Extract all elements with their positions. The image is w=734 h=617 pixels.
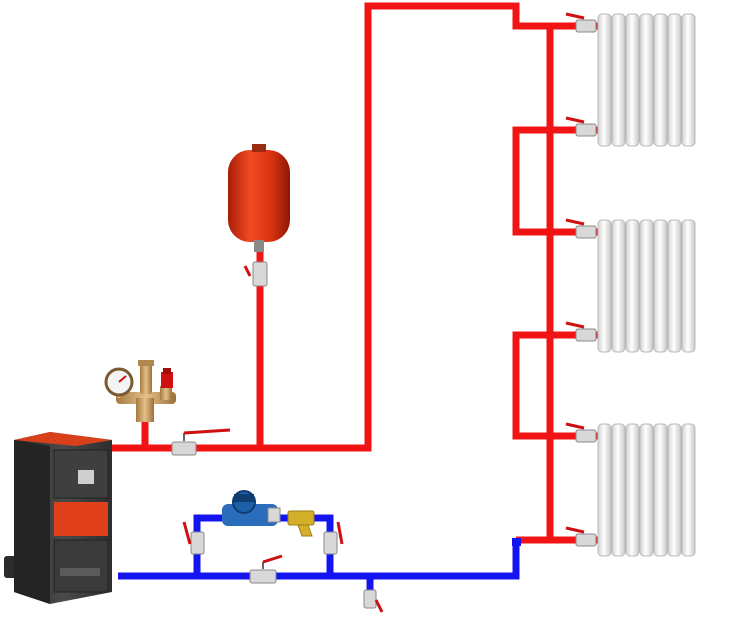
pump-outlet-valve	[323, 521, 344, 555]
air-vent-icon	[138, 360, 154, 394]
radiator-icon	[597, 219, 696, 353]
radiator-section	[625, 13, 640, 147]
radiator-section	[611, 13, 626, 147]
radiator-valve-handles	[565, 12, 585, 534]
radiator-section	[625, 219, 640, 353]
safety-group-icon	[104, 360, 176, 422]
y-strainer-icon	[287, 510, 315, 537]
radiator-section	[611, 219, 626, 353]
solid-fuel-boiler-icon	[4, 432, 112, 604]
radiator-section	[681, 219, 696, 353]
radiator-section	[653, 423, 668, 557]
radiator-return-riser-2	[512, 331, 580, 440]
safety-valve-icon	[161, 368, 173, 388]
radiators	[597, 13, 696, 557]
radiator-section	[639, 13, 654, 147]
tank-valve	[243, 261, 268, 287]
radiator-section	[667, 423, 682, 557]
radiator-section	[597, 219, 612, 353]
radiator-section	[597, 13, 612, 147]
bypass-valve	[249, 554, 283, 584]
circulation-pump-icon	[222, 490, 281, 526]
radiator-section	[597, 423, 612, 557]
radiator-section	[639, 219, 654, 353]
pump-inlet-valve	[182, 521, 205, 555]
drain-valve-icon	[363, 589, 384, 613]
radiator-return-riser	[512, 126, 580, 236]
supply-ball-valve	[171, 428, 231, 456]
radiator-valves	[575, 19, 597, 547]
radiator-section	[639, 423, 654, 557]
return-main-pipe	[118, 540, 520, 580]
radiator-section	[653, 13, 668, 147]
radiator-section	[681, 13, 696, 147]
radiator-section	[667, 13, 682, 147]
return-pipes	[118, 514, 520, 598]
supply-pipes	[112, 2, 598, 544]
radiator-section	[611, 423, 626, 557]
radiator-section	[681, 423, 696, 557]
radiator-section	[667, 219, 682, 353]
pressure-gauge-icon	[104, 367, 134, 398]
radiator-icon	[597, 423, 696, 557]
expansion-tank-icon	[228, 144, 290, 252]
radiator-section	[653, 219, 668, 353]
radiator-icon	[597, 13, 696, 147]
radiator-section	[625, 423, 640, 557]
return-riser-stub	[512, 538, 521, 546]
supply-main-pipe	[112, 2, 550, 452]
